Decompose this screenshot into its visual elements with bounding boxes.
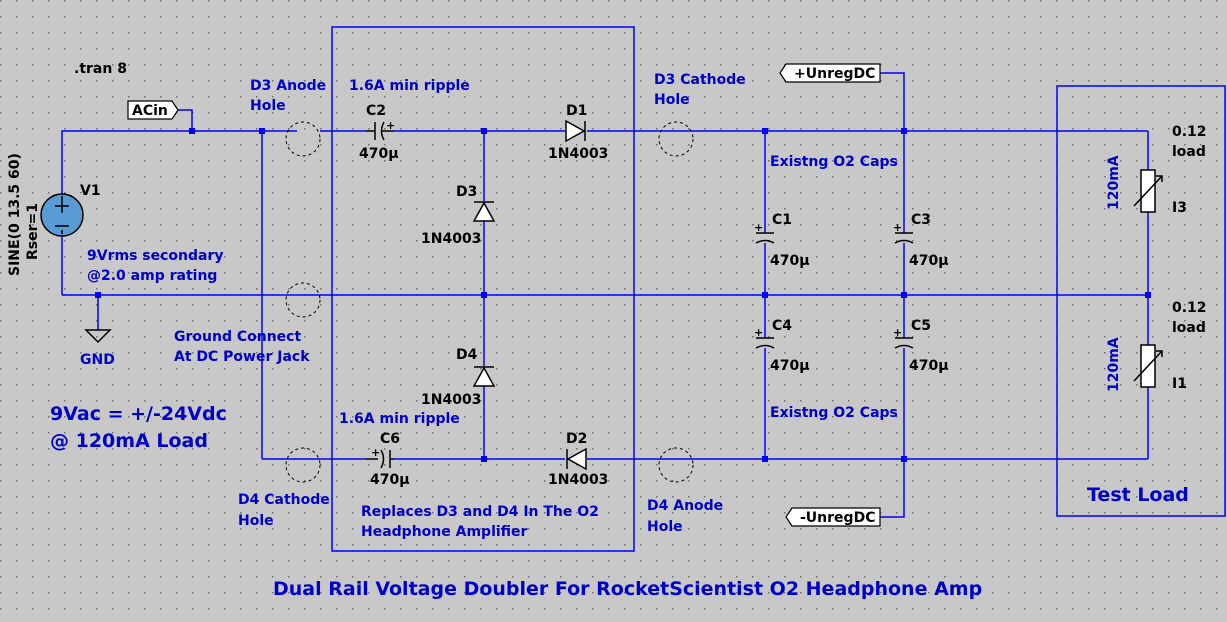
c1-ref: C1	[772, 212, 792, 228]
note-existing-bottom: Existng O2 Caps	[770, 405, 898, 421]
svg-text:+: +	[754, 326, 763, 339]
note-ripple-top: 1.6A min ripple	[349, 78, 470, 94]
acin-flag: ACin	[127, 100, 179, 120]
v1-value: SINE(0 13.5 60)	[7, 153, 23, 276]
note-ripple-bottom: 1.6A min ripple	[339, 411, 460, 427]
current-load-i3	[1133, 169, 1163, 213]
note-secondary-2: @2.0 amp rating	[87, 268, 217, 284]
svg-text:+: +	[371, 446, 380, 459]
i3-note2: load	[1172, 144, 1206, 160]
i3-value: 120mA	[1106, 155, 1122, 210]
diode-d2	[566, 447, 587, 471]
d2-ref: D2	[566, 431, 587, 447]
svg-text:+: +	[893, 326, 902, 339]
c4-value: 470µ	[770, 358, 810, 374]
pos-unreg-flag: +UnregDC	[779, 63, 881, 83]
svg-text:+: +	[893, 221, 902, 234]
note-replaces-1: Replaces D3 and D4 In The O2	[361, 504, 599, 520]
c2-value: 470µ	[359, 146, 399, 162]
note-ground-1: Ground Connect	[174, 329, 301, 345]
capacitor-c2: +	[366, 119, 395, 141]
capacitor-c5: +	[893, 326, 914, 349]
svg-text:+: +	[386, 119, 395, 132]
junctions	[95, 128, 1151, 462]
c5-value: 470µ	[909, 358, 949, 374]
capacitor-c6: +	[366, 446, 394, 469]
note-d4-cathode-1: D4 Cathode	[238, 492, 330, 508]
capacitor-c4: +	[754, 326, 775, 349]
note-summary-1: 9Vac = +/-24Vdc	[50, 403, 227, 425]
diode-d3	[472, 201, 496, 222]
note-d4-cathode-2: Hole	[238, 513, 274, 529]
note-d3-cathode-1: D3 Cathode	[654, 72, 746, 88]
note-d3-anode-2: Hole	[250, 98, 286, 114]
c6-value: 470µ	[370, 472, 410, 488]
hole-d4-cathode	[285, 447, 321, 483]
tran-directive: .tran 8	[74, 61, 127, 77]
i1-value: 120mA	[1106, 337, 1122, 392]
svg-text:ACin: ACin	[132, 103, 168, 119]
note-d4-anode-2: Hole	[647, 519, 683, 535]
d1-ref: D1	[566, 103, 587, 119]
svg-text:-UnregDC: -UnregDC	[800, 510, 875, 526]
d3-ref: D3	[456, 184, 477, 200]
d4-ref: D4	[456, 347, 478, 363]
test-load-label: Test Load	[1087, 484, 1189, 506]
note-ground-2: At DC Power Jack	[174, 349, 310, 365]
hole-d3-anode	[285, 121, 321, 157]
c4-ref: C4	[772, 318, 792, 334]
capacitor-c3: +	[893, 221, 914, 244]
hole-d4-anode	[658, 447, 694, 483]
note-d3-anode-1: D3 Anode	[250, 78, 326, 94]
diode-d4	[472, 366, 496, 387]
c2-ref: C2	[366, 103, 386, 119]
ground-icon	[84, 329, 112, 344]
c3-ref: C3	[911, 212, 931, 228]
hole-ground	[285, 282, 321, 318]
c3-value: 470µ	[909, 253, 949, 269]
capacitor-c1: +	[754, 221, 775, 244]
c1-value: 470µ	[770, 253, 810, 269]
note-replaces-2: Headphone Amplifier	[361, 524, 528, 540]
diode-d1	[565, 119, 586, 143]
i1-note1: 0.12	[1172, 300, 1207, 316]
i3-ref: I3	[1172, 200, 1187, 216]
d3-value: 1N4003	[421, 231, 481, 247]
note-d4-anode-1: D4 Anode	[647, 498, 723, 514]
d1-value: 1N4003	[548, 146, 608, 162]
svg-text:+: +	[754, 221, 763, 234]
c6-ref: C6	[380, 431, 400, 447]
d4-value: 1N4003	[421, 392, 481, 408]
source-v1	[40, 193, 84, 237]
v1-rser: Rser=1	[25, 203, 41, 260]
i1-note2: load	[1172, 320, 1206, 336]
note-d3-cathode-2: Hole	[654, 92, 690, 108]
neg-unreg-flag: -UnregDC	[785, 507, 881, 527]
hole-d3-cathode	[658, 121, 694, 157]
wires	[61, 72, 1149, 518]
diagram-title: Dual Rail Voltage Doubler For RocketScie…	[273, 578, 982, 600]
gnd-label: GND	[80, 352, 115, 368]
note-summary-2: @ 120mA Load	[50, 430, 208, 452]
current-load-i1	[1133, 344, 1163, 388]
note-existing-top: Existng O2 Caps	[770, 154, 898, 170]
svg-text:+UnregDC: +UnregDC	[794, 66, 875, 82]
i3-note1: 0.12	[1172, 124, 1207, 140]
o2-board-box	[331, 26, 635, 552]
c5-ref: C5	[911, 318, 931, 334]
note-secondary-1: 9Vrms secondary	[87, 248, 224, 264]
test-load-box	[1056, 85, 1226, 517]
v1-label: V1	[80, 183, 101, 199]
i1-ref: I1	[1172, 376, 1187, 392]
d2-value: 1N4003	[548, 472, 608, 488]
